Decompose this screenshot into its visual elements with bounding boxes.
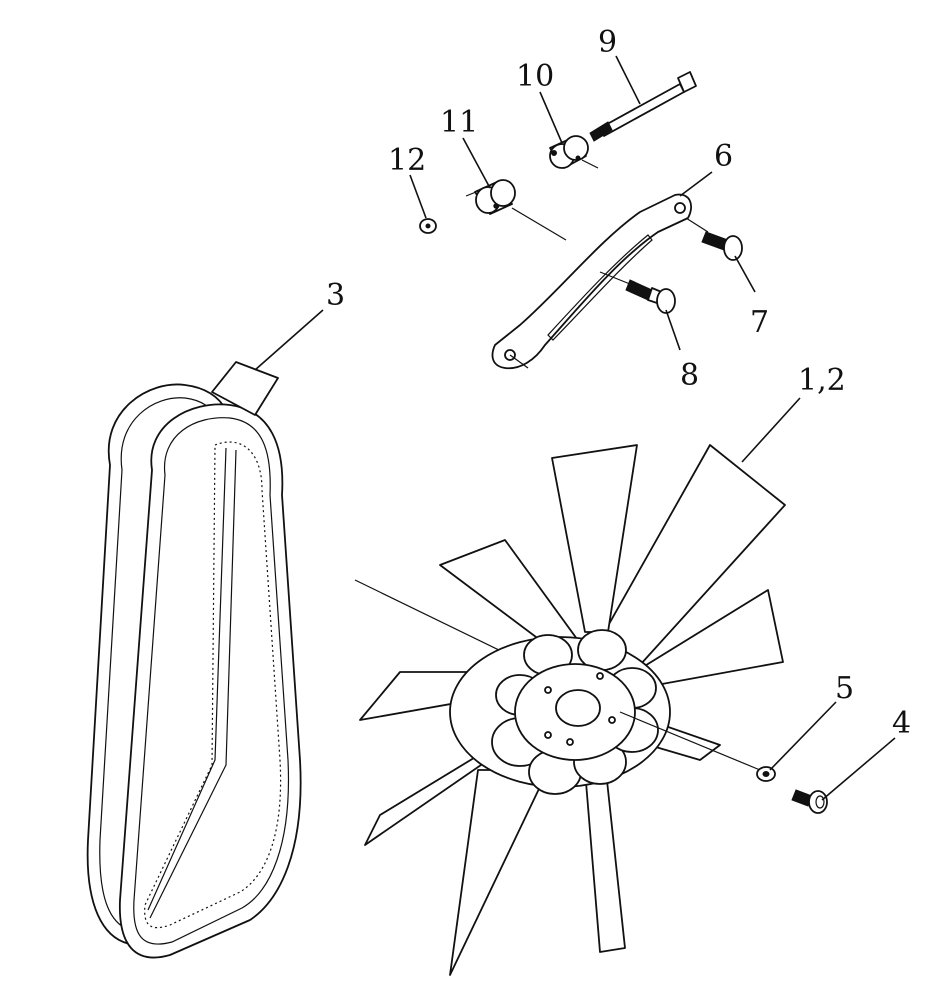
- callout-labels: 1,2 3 4 5 6 7 8 9 10 11 12: [326, 25, 911, 741]
- fan-hub-bore: [555, 689, 601, 727]
- callout-6: 6: [714, 139, 733, 174]
- washer: [756, 766, 776, 782]
- callout-11: 11: [440, 105, 478, 140]
- callout-12: 12: [388, 143, 426, 178]
- spacer-11: [465, 179, 567, 241]
- callout-4: 4: [892, 706, 911, 741]
- fan-blade: [584, 761, 626, 953]
- callout-1-2: 1,2: [798, 363, 846, 398]
- spacer-10: [549, 135, 599, 169]
- long-bolt: [589, 71, 697, 142]
- adjusting-bracket: [491, 193, 692, 370]
- callout-5: 5: [835, 671, 854, 706]
- fan-blade: [449, 769, 549, 976]
- belt-ribs: [144, 441, 282, 929]
- bracket-bolt-8: [599, 271, 676, 314]
- hex-nut: [419, 218, 437, 234]
- belt-tag: [211, 361, 279, 416]
- callout-9: 9: [598, 25, 617, 60]
- fan-assembly: [354, 444, 786, 976]
- callout-7: 7: [750, 305, 769, 340]
- callout-3: 3: [326, 278, 345, 313]
- v-belt-inner: [119, 403, 302, 959]
- leader-lines: [254, 55, 896, 801]
- v-belt-assembly: [86, 361, 302, 959]
- callout-10: 10: [516, 59, 554, 94]
- bracket-bolt-7: [685, 217, 743, 261]
- fan-bolt: [791, 789, 828, 814]
- callout-8: 8: [680, 358, 699, 393]
